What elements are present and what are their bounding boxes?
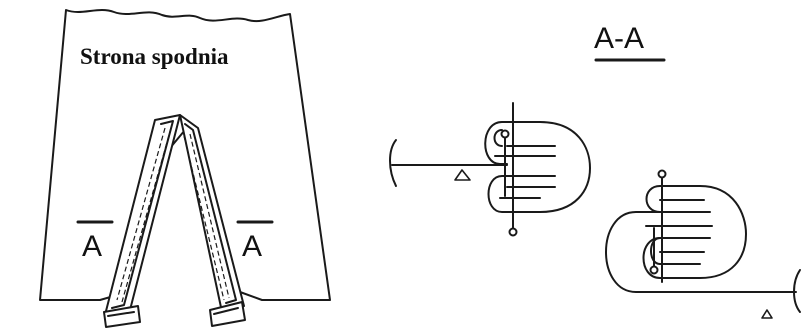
garment-label: Strona spodnia: [80, 44, 229, 69]
left-strap: [103, 114, 181, 328]
left-strap-fold: [103, 305, 141, 328]
section-mark-right-label: A: [242, 230, 262, 263]
section-mark-right: A: [236, 220, 274, 263]
right-strap: [179, 114, 246, 327]
garment-outline: [39, 9, 331, 301]
cross-section-upper: [389, 102, 591, 237]
cross-section-lower: [605, 169, 801, 319]
section-title: A-A: [594, 22, 644, 55]
garment-panel: [39, 9, 331, 301]
section-mark-left: A: [76, 220, 114, 263]
section-mark-left-label: A: [82, 230, 102, 263]
